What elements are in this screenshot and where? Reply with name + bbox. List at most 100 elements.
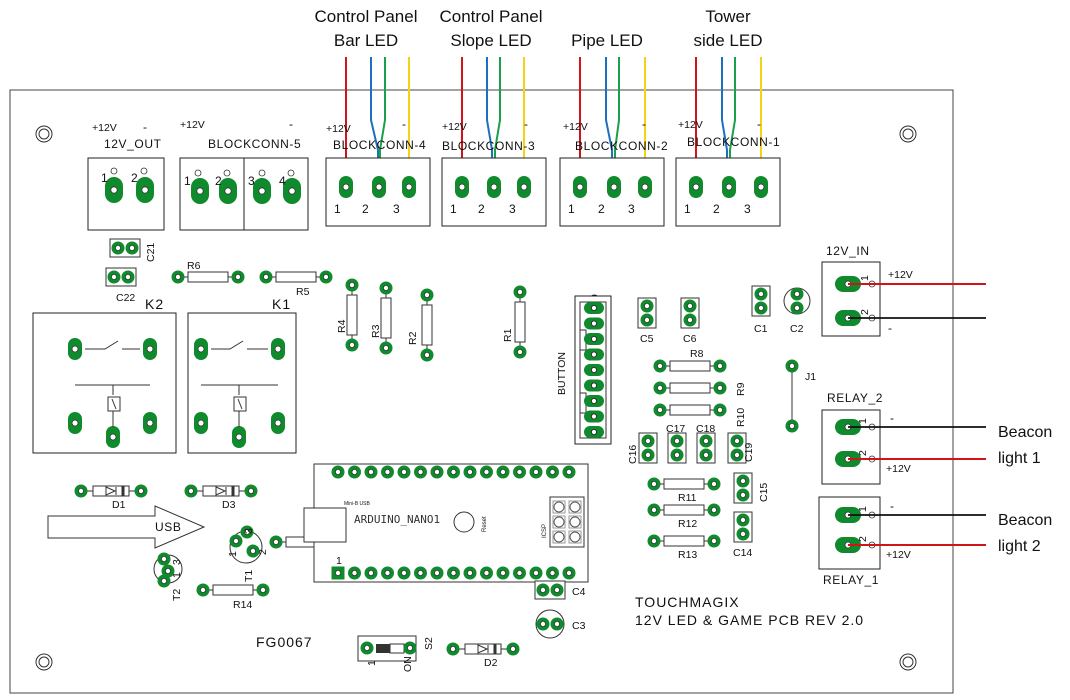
relay1-plus: +12V (886, 549, 911, 561)
bc2-minus: - (642, 117, 647, 131)
switch-s2: 1 ON S2 (357, 635, 435, 672)
label-tower-led-line1: Tower (705, 7, 751, 26)
svg-text:C2: C2 (790, 323, 804, 335)
connector-blockconn-2: +12V - BLOCKCONN-2 1 2 3 (559, 117, 668, 227)
bc1-plus: +12V (678, 119, 703, 131)
svg-text:R6: R6 (187, 260, 201, 272)
svg-text:2: 2 (857, 536, 869, 542)
capacitor-c19: C19 (728, 433, 755, 463)
svg-text:R2: R2 (407, 331, 419, 345)
svg-text:T2: T2 (171, 589, 183, 601)
svg-text:K1: K1 (272, 296, 291, 312)
bc4-minus: - (402, 117, 407, 131)
mcu-usb-note: Mini-B USB (344, 501, 371, 507)
bc5-pin3: 3 (248, 174, 255, 188)
bc5-name: BLOCKCONN-5 (208, 137, 301, 151)
svg-text:R10: R10 (735, 408, 747, 427)
beacon2-line1: Beacon (998, 512, 1052, 529)
bc2-pin3: 3 (628, 202, 635, 216)
label-bar-led-line2: Bar LED (334, 31, 398, 50)
bc5-minus: - (289, 117, 294, 131)
connector-blockconn-1: +12V - BLOCKCONN-1 1 2 3 (675, 117, 781, 227)
label-pipe-led: Pipe LED (571, 31, 643, 50)
svg-text:J1: J1 (805, 371, 816, 383)
resistor-r1: R1 (502, 286, 527, 359)
capacitor-c18: C18 (696, 423, 715, 463)
relay1-minus: - (890, 499, 895, 513)
svg-text:R3: R3 (370, 324, 382, 338)
svg-text:C6: C6 (683, 333, 697, 345)
svg-text:3: 3 (171, 559, 183, 565)
relay1-name: RELAY_1 (823, 573, 879, 587)
svg-text:R4: R4 (336, 319, 348, 333)
svg-text:C3: C3 (572, 620, 586, 632)
bc1-pin1: 1 (684, 202, 691, 216)
capacitor-c5: C5 (638, 298, 656, 345)
bc3-pin2: 2 (478, 202, 485, 216)
resistor-r11: R11 (648, 478, 721, 504)
in12v-plus: +12V (888, 269, 913, 281)
svg-text:C5: C5 (640, 333, 654, 345)
bc4-plus: +12V (326, 123, 351, 135)
svg-text:1: 1 (227, 551, 239, 557)
relay2-name: RELAY_2 (827, 391, 883, 405)
svg-text:C16: C16 (627, 445, 639, 464)
capacitor-c3: C3 (535, 609, 586, 639)
connector-blockconn-3: +12V - BLOCKCONN-3 1 2 3 (441, 117, 547, 227)
bc5-plus: +12V (180, 119, 205, 131)
board-title-line2: 12V LED & GAME PCB REV 2.0 (635, 612, 864, 628)
svg-text:3: 3 (243, 528, 255, 534)
svg-text:K2: K2 (145, 296, 164, 312)
bc4-pin1: 1 (334, 202, 341, 216)
relay2-plus: +12V (886, 463, 911, 475)
svg-text:C17: C17 (666, 423, 685, 435)
capacitor-c4: C4 (535, 581, 586, 599)
out12v-pin1: 1 (101, 171, 108, 185)
bc3-pin1: 1 (450, 202, 457, 216)
resistor-r9: R9 (654, 382, 747, 396)
svg-text:R11: R11 (678, 492, 697, 504)
out12v-minus: - (143, 120, 148, 134)
label-tower-led-line2: side LED (694, 31, 763, 50)
capacitor-c2: C2 (783, 287, 811, 335)
bc4-pin2: 2 (362, 202, 369, 216)
label-bar-led-line1: Control Panel (314, 7, 417, 26)
svg-text:1: 1 (171, 572, 183, 578)
svg-text:R9: R9 (735, 382, 747, 396)
bc3-minus: - (524, 117, 529, 131)
capacitor-c21: C21 (110, 239, 157, 262)
button-header: BUTTON 9 1 (556, 294, 612, 445)
mcu-reset: Reset (482, 516, 488, 532)
svg-text:C14: C14 (733, 547, 752, 559)
bc2-plus: +12V (563, 121, 588, 133)
resistor-r5: R5 (260, 271, 333, 298)
diode-d1: D1 (75, 485, 148, 511)
svg-text:D2: D2 (484, 657, 498, 669)
svg-text:C18: C18 (696, 423, 715, 435)
label-slope-led-line1: Control Panel (439, 7, 542, 26)
bc3-pin3: 3 (509, 202, 516, 216)
usb-arrow-icon: USB (47, 505, 206, 549)
svg-text:R13: R13 (678, 549, 697, 561)
svg-text:1: 1 (859, 275, 871, 281)
capacitor-c1: C1 (752, 286, 770, 335)
out12v-name: 12V_OUT (104, 137, 162, 151)
connector-relay-1: 1 2 - +12V RELAY_1 (818, 496, 986, 587)
connector-12v-out: +12V - 12V_OUT 1 2 (87, 120, 165, 231)
resistor-r2: R2 (407, 289, 434, 362)
relay-k1: K1 (187, 296, 297, 454)
connector-12v-in: 12V_IN 1 2 +12V - (821, 244, 986, 337)
svg-text:C1: C1 (754, 323, 768, 335)
beacon1-line2: light 1 (998, 450, 1041, 467)
mcu-name: ARDUINO_NANO1 (354, 513, 440, 526)
bc5-pin1: 1 (184, 174, 191, 188)
relay2-minus: - (890, 411, 895, 425)
connector-blockconn-5: +12V - BLOCKCONN-5 1 2 3 4 (179, 117, 309, 231)
svg-text:C19: C19 (743, 443, 755, 462)
switch-label: S2 (423, 637, 435, 650)
board-part-number: FG0067 (256, 634, 313, 650)
capacitor-c15: C15 (734, 473, 770, 503)
diode-d2: D2 (447, 643, 520, 669)
bc2-name: BLOCKCONN-2 (575, 139, 668, 153)
